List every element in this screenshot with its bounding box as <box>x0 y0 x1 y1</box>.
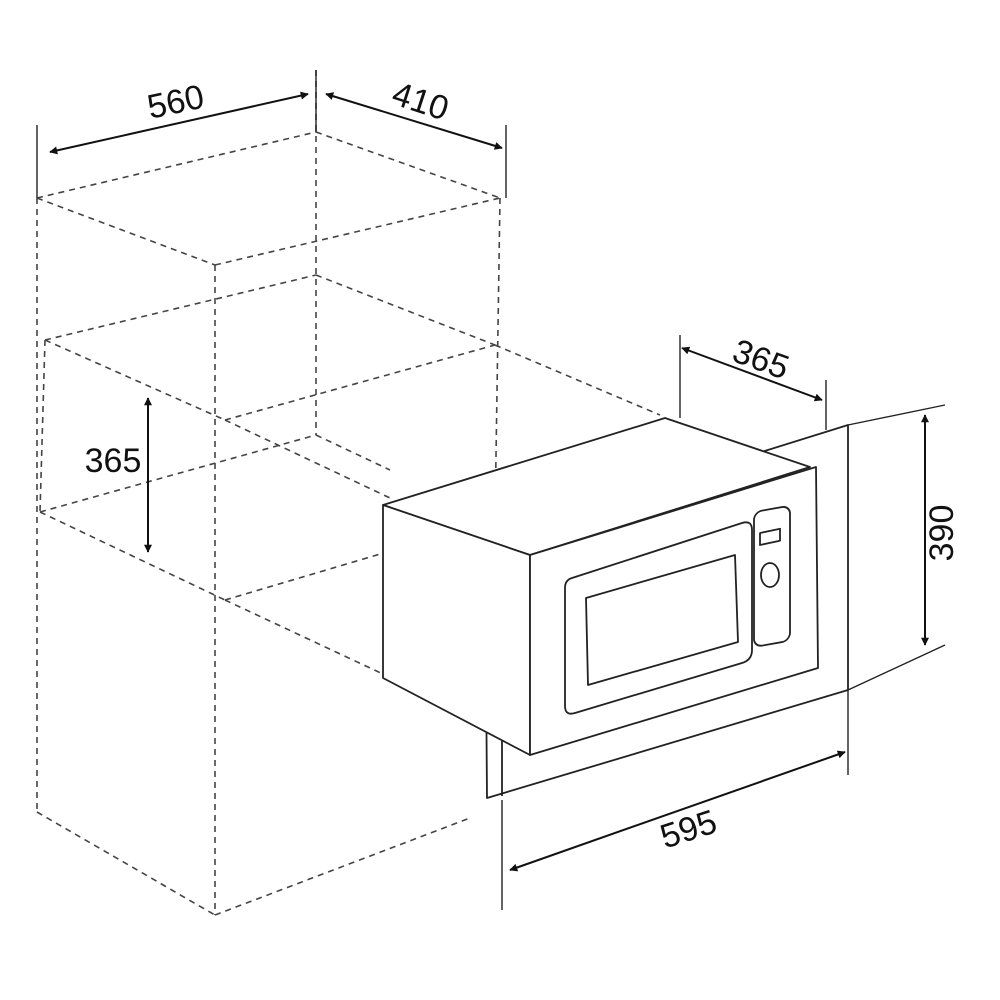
dimension-arrow-appliance-width <box>509 750 846 872</box>
dimension-arrow-niche-width <box>49 91 309 155</box>
dimension-label-appliance-height: 390 <box>923 505 961 562</box>
niche-edge <box>214 197 501 266</box>
niche-edge <box>494 197 501 521</box>
niche-edge <box>36 197 216 266</box>
dimension-arrow-appliance-depth <box>681 346 823 402</box>
dimension-arrows <box>49 91 929 872</box>
control-panel <box>753 506 791 647</box>
niche-edge <box>224 344 496 421</box>
niche-edge <box>494 344 661 416</box>
niche-edge <box>39 511 226 601</box>
dimension-label-appliance-depth: 365 <box>728 332 794 387</box>
niche-edge <box>315 274 496 346</box>
control-display <box>759 527 781 546</box>
extension-line <box>847 404 946 426</box>
niche-edge <box>39 434 317 513</box>
microwave-door <box>564 521 753 715</box>
microwave-front <box>529 466 819 756</box>
extension-line <box>847 644 946 691</box>
dimension-arrow-niche-depth <box>325 92 503 150</box>
niche-edge <box>44 274 317 341</box>
niche-edge <box>39 339 46 513</box>
niche-edge <box>224 599 386 676</box>
dimension-label-niche-depth: 410 <box>388 75 454 129</box>
niche-edge <box>44 339 226 421</box>
dimension-label-appliance-width: 595 <box>656 803 722 857</box>
extension-lines <box>36 70 946 910</box>
control-knob <box>760 562 780 588</box>
niche-edge <box>315 131 501 199</box>
dimension-label-niche-height: 365 <box>85 442 142 480</box>
niche-edge <box>36 131 317 199</box>
microwave-appliance <box>382 417 849 799</box>
niche-edge <box>224 419 391 499</box>
microwave-window <box>585 554 739 686</box>
niche-edge <box>315 434 391 471</box>
niche-edge <box>36 811 216 916</box>
niche-edge <box>214 817 471 916</box>
